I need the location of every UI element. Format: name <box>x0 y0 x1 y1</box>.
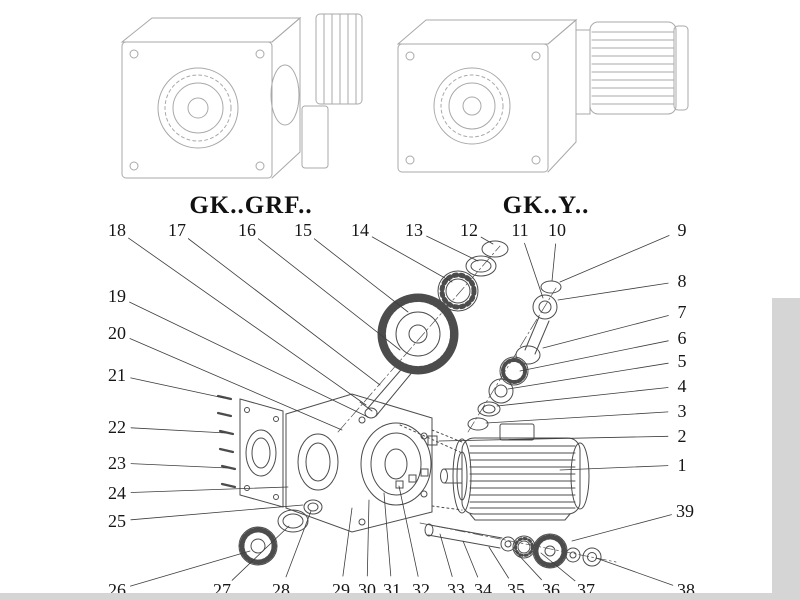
leader-line-23 <box>130 463 229 469</box>
leader-line-15 <box>313 238 409 313</box>
leader-line-18 <box>128 237 367 406</box>
leader-line-34 <box>462 540 479 578</box>
input-gear-assembly <box>359 240 509 419</box>
leader-line-30 <box>366 499 370 577</box>
leader-lines <box>128 235 674 587</box>
leader-line-39 <box>571 514 672 542</box>
leader-line-27 <box>231 525 290 581</box>
leader-line-22 <box>130 427 227 434</box>
leader-line-13 <box>426 235 479 262</box>
leader-line-28 <box>285 510 312 578</box>
coupling-parts <box>395 424 463 511</box>
gearbox-grf-drawing <box>120 13 363 179</box>
center-axes <box>337 245 617 563</box>
flange-bolts <box>216 394 237 489</box>
leader-line-14 <box>371 236 453 283</box>
leader-line-19 <box>129 301 369 418</box>
leader-line-1 <box>559 465 669 471</box>
leader-line-25 <box>130 504 304 521</box>
model-label-y: GK..Y.. <box>502 192 590 219</box>
model-label-grf: GK..GRF.. <box>189 192 313 219</box>
leader-line-21 <box>130 377 225 399</box>
leader-line-9 <box>559 235 670 283</box>
lower-gear-parts <box>238 499 323 566</box>
leader-line-24 <box>130 486 289 493</box>
leader-line-36 <box>513 549 542 581</box>
leader-line-6 <box>519 340 669 372</box>
main-housing <box>285 393 433 533</box>
leader-line-17 <box>187 238 381 386</box>
leader-line-33 <box>439 533 453 577</box>
leader-line-35 <box>488 546 510 579</box>
leader-line-20 <box>129 338 343 431</box>
leader-line-8 <box>557 282 669 301</box>
leader-line-5 <box>507 362 669 390</box>
leader-line-37 <box>540 552 576 582</box>
leader-line-3 <box>485 411 669 424</box>
leader-line-38 <box>595 557 674 586</box>
page-edge-bottom <box>0 593 800 600</box>
leader-line-4 <box>496 387 669 407</box>
leader-line-32 <box>398 485 419 577</box>
leader-line-2 <box>438 435 669 442</box>
leader-line-16 <box>257 238 401 351</box>
gearbox-y-drawing <box>396 18 689 173</box>
leader-line-10 <box>551 243 556 282</box>
exploded-view-art <box>128 235 674 587</box>
bevel-pinion-assembly <box>467 280 562 431</box>
leader-line-12 <box>480 236 494 245</box>
mounting-flange <box>239 398 284 508</box>
output-shaft-assembly <box>424 523 602 569</box>
page-edge-right <box>772 298 800 600</box>
leader-line-31 <box>383 492 392 577</box>
leader-line-11 <box>524 242 544 299</box>
leader-line-7 <box>542 315 669 349</box>
leader-line-29 <box>342 507 353 577</box>
motor-drawing <box>440 423 590 521</box>
leader-line-26 <box>129 550 251 587</box>
